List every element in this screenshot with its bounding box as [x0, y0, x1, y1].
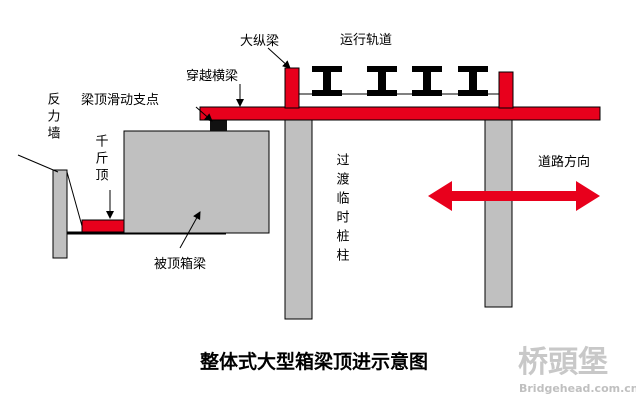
leader-reaction-wall [17, 154, 59, 173]
label-beam-top-slide-support: 梁顶滑动支点 [81, 93, 159, 108]
jack [81, 219, 125, 233]
leader-box-girder [179, 211, 201, 249]
jacked-box-girder [123, 130, 270, 234]
transition-pile-left [284, 109, 313, 320]
i-beam-1 [312, 66, 342, 96]
label-transition-piles: 过渡临时桩柱 [334, 153, 350, 267]
road-direction-arrow [428, 181, 600, 211]
label-jack: 千斤顶 [93, 134, 109, 185]
label-cross-beam: 穿越横梁 [186, 68, 238, 84]
i-beam-2 [367, 66, 397, 96]
wall-jack-strut [66, 171, 83, 227]
watermark-logo-cn: 桥頭堡 [518, 345, 608, 380]
main-longitudinal-beam-right [498, 71, 514, 109]
reaction-wall [52, 169, 68, 259]
i-beam-4 [458, 66, 488, 96]
transition-pile-right [484, 109, 513, 308]
watermark-logo-en: Bridgehead.com.cn [519, 382, 636, 395]
diagram-title: 整体式大型箱梁顶进示意图 [200, 350, 428, 373]
label-running-track: 运行轨道 [340, 33, 392, 48]
label-main-longitudinal-beam: 大纵梁 [240, 34, 279, 49]
label-reaction-wall: 反力墙 [45, 92, 61, 143]
label-jacked-box-girder: 被顶箱梁 [154, 256, 206, 272]
slide-support-block [210, 119, 227, 131]
leader-main-beam [267, 47, 291, 69]
main-longitudinal-beam-left [284, 67, 300, 109]
leader-slide-support [195, 106, 213, 122]
label-road-direction: 道路方向 [538, 154, 590, 170]
i-beam-3 [412, 66, 442, 96]
cross-beam [199, 106, 601, 121]
